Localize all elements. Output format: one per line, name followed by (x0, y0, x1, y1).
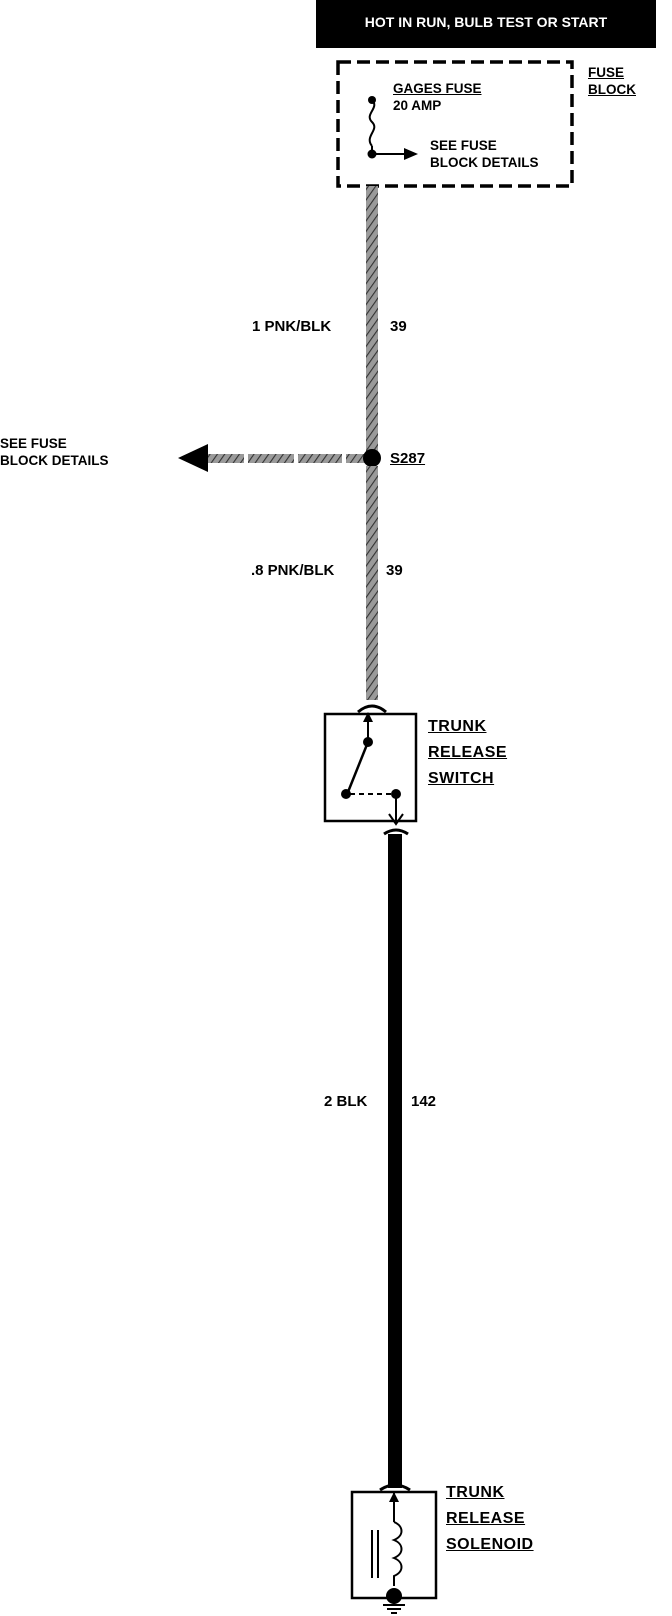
gages-fuse-name: GAGES FUSE (393, 81, 482, 96)
splice-id: S287 (390, 450, 426, 467)
gages-fuse-symbol (367, 96, 418, 160)
gages-fuse-rating: 20 AMP (393, 98, 442, 113)
splice-s287-dot (363, 449, 381, 467)
solenoid-label-1: TRUNK (446, 1484, 505, 1501)
branch-see-details-1: SEE FUSE (0, 436, 67, 451)
wire-lower-circuit: 142 (411, 1093, 437, 1110)
switch-label-2: RELEASE (428, 744, 508, 761)
wire-blk-lower (388, 834, 402, 1488)
solenoid-label-3: SOLENOID (446, 1536, 534, 1553)
switch-label-3: SWITCH (428, 770, 495, 787)
branch-arrow-head (178, 444, 208, 472)
wire-pnk-blk-branch (206, 454, 370, 463)
power-condition-text: HOT IN RUN, BULB TEST OR START (364, 14, 608, 30)
wire-middle-gauge-color: .8 PNK/BLK (251, 562, 335, 579)
fuse-block-label-2: BLOCK (588, 82, 636, 97)
fuse-see-details-1: SEE FUSE (430, 138, 497, 153)
wire-upper-circuit: 39 (390, 318, 407, 335)
trunk-release-solenoid-symbol (350, 1490, 438, 1604)
fuse-block-outline (336, 60, 574, 188)
ground-symbol (383, 1604, 405, 1614)
wire-pnk-blk-middle (366, 466, 378, 700)
switch-label-1: TRUNK (428, 718, 487, 735)
wire-lower-gauge-color: 2 BLK (324, 1093, 368, 1110)
fuse-see-details-2: BLOCK DETAILS (430, 155, 539, 170)
trunk-release-switch-symbol (323, 712, 418, 826)
fuse-block-label-1: FUSE (588, 65, 625, 80)
power-condition-banner: HOT IN RUN, BULB TEST OR START (316, 0, 656, 48)
branch-see-details-2: BLOCK DETAILS (0, 453, 109, 468)
wire-pnk-blk-upper (366, 186, 378, 454)
wire-upper-gauge-color: 1 PNK/BLK (252, 318, 332, 335)
wire-middle-circuit: 39 (386, 562, 403, 579)
solenoid-label-2: RELEASE (446, 1510, 526, 1527)
